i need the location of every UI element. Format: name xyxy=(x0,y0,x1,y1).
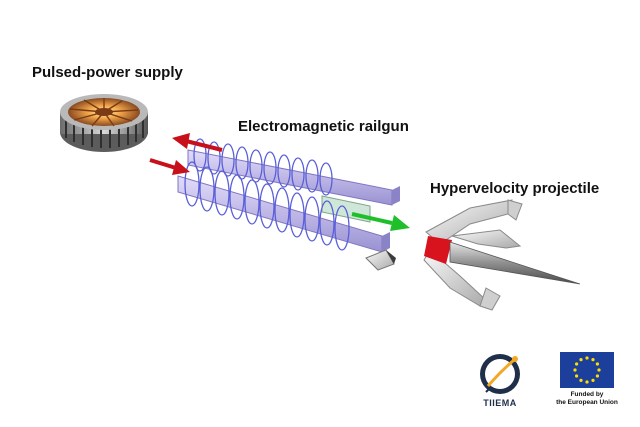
eu-funding-line-2: the European Union xyxy=(556,399,618,406)
railgun-coil-icon xyxy=(149,133,410,253)
current-out-arrow xyxy=(172,133,223,152)
pulsed-power-supply-icon xyxy=(60,94,148,152)
pulsed-power-supply-label: Pulsed-power supply xyxy=(32,64,183,81)
current-in-arrow xyxy=(149,158,190,175)
eu-flag-icon xyxy=(560,352,614,388)
electromagnetic-railgun-label: Electromagnetic railgun xyxy=(238,118,409,135)
tiiema-logo-text: TIIEMA xyxy=(483,398,517,408)
tiiema-logo-icon xyxy=(480,354,520,394)
eu-funding-text: Funded by the European Union xyxy=(548,391,626,407)
projectile-icon xyxy=(365,199,581,311)
eu-funding-line-1: Funded by xyxy=(570,391,604,398)
projectile-direction-arrow xyxy=(351,212,410,231)
hypervelocity-projectile-label: Hypervelocity projectile xyxy=(430,180,600,197)
